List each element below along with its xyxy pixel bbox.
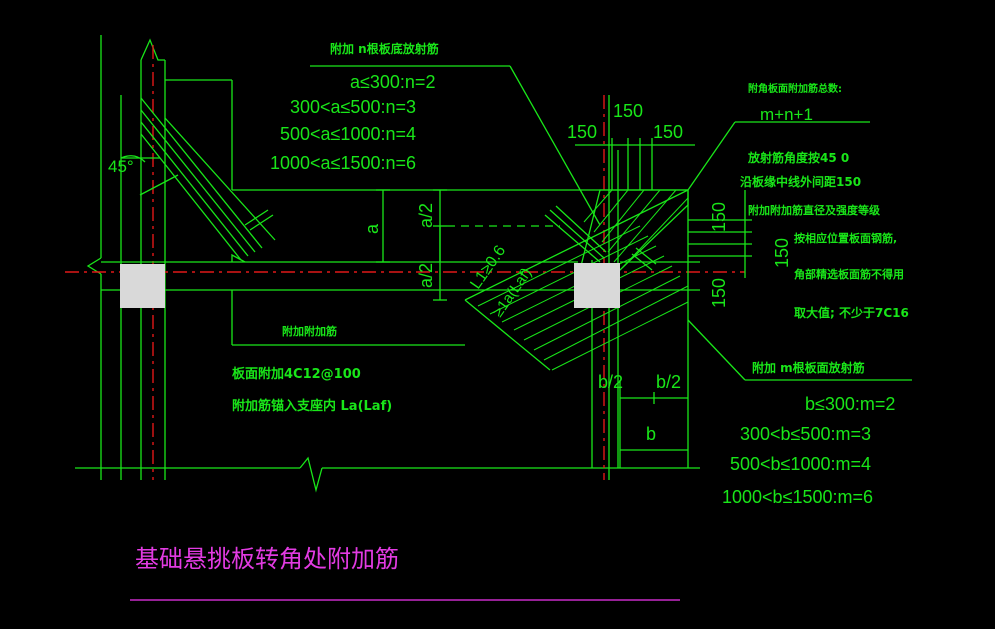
- m-rule-line-2: 300<b≤500:m=3: [740, 424, 871, 444]
- m-rule: 附加 m根板面放射筋 b≤300:m=2 300<b≤500:m=3 500<b…: [722, 360, 895, 507]
- dim-a-half-top: a/2: [416, 203, 436, 228]
- left-notes-anchor: 附加筋锚入支座内 La(Laf): [232, 398, 392, 414]
- min-note: 取大值; 不少于7C16: [794, 305, 909, 320]
- left-notes-spec: 板面附加4C12@100: [232, 366, 361, 382]
- dim-150-top-left: 150: [567, 122, 597, 142]
- a-dimension: [376, 189, 447, 301]
- b-dims: [619, 380, 688, 468]
- m-rule-line-4: 1000<b≤1500:m=6: [722, 487, 873, 507]
- dim-a-half-bottom: a/2: [416, 263, 436, 288]
- n-rule-line-4: 1000<a≤1500:n=6: [270, 153, 416, 173]
- leaders: [310, 65, 912, 381]
- right-column-section: [574, 263, 620, 308]
- n-rule-line-3: 500<a≤1000:n=4: [280, 124, 416, 144]
- right-150-dims: [688, 190, 752, 278]
- l1-label: L1≥0.6: [467, 242, 509, 292]
- area-note: 角部精选板面筋不得用: [794, 267, 904, 281]
- dim-b-half-left: b/2: [598, 372, 623, 392]
- beam: [65, 261, 745, 291]
- m-rule-line-1: b≤300:m=2: [805, 394, 895, 414]
- m-rule-heading: 附加 m根板面放射筋: [752, 360, 865, 375]
- n-rule-line-2: 300<a≤500:n=3: [290, 97, 416, 117]
- total-label: 附角板面附加筋总数:: [748, 82, 842, 95]
- dim-b-half-right: b/2: [656, 372, 681, 392]
- dim-150-right-1: 150: [709, 202, 729, 232]
- top-150-dims: [575, 138, 695, 190]
- left-diagonal-bars: [139, 97, 276, 261]
- angle-label: 45°: [108, 157, 134, 176]
- dim-150-right-3: 150: [709, 278, 729, 308]
- total-formula: m+n+1: [760, 105, 813, 124]
- left-wall: [86, 35, 166, 480]
- dim-150-top-right: 150: [653, 122, 683, 142]
- angle-marker: [120, 155, 160, 163]
- left-notes-heading: 附加附加筋: [282, 324, 337, 338]
- n-rule: 附加 n根板底放射筋 a≤300:n=2 300<a≤500:n=3 500<a…: [270, 41, 439, 173]
- match-note: 按相应位置板面钢筋,: [794, 231, 897, 245]
- corner-hatch: [579, 189, 689, 271]
- left-notes: 附加附加筋 板面附加4C12@100 附加筋锚入支座内 La(Laf): [232, 324, 392, 414]
- angle-note: 放射筋角度按45 0: [747, 150, 849, 165]
- corner-notes: 附角板面附加筋总数: m+n+1 放射筋角度按45 0 沿板缘中线外间距150 …: [739, 82, 909, 320]
- drawing-title: 基础悬挑板转角处附加筋: [135, 545, 399, 573]
- dim-150-top-mid: 150: [613, 101, 643, 121]
- dim-a: a: [362, 223, 382, 234]
- diameter-note: 附加附加筋直径及强度等级: [748, 203, 881, 217]
- dim-150-right-2: 150: [772, 238, 792, 268]
- n-rule-line-1: a≤300:n=2: [350, 72, 435, 92]
- left-column-section: [120, 264, 165, 308]
- la-label: ≥1a(Laf): [489, 265, 535, 320]
- spacing-note: 沿板缘中线外间距150: [739, 174, 861, 189]
- m-rule-line-3: 500<b≤1000:m=4: [730, 454, 871, 474]
- dim-b: b: [646, 424, 656, 444]
- bottom-edge: [75, 456, 700, 493]
- n-rule-heading: 附加 n根板底放射筋: [330, 41, 439, 56]
